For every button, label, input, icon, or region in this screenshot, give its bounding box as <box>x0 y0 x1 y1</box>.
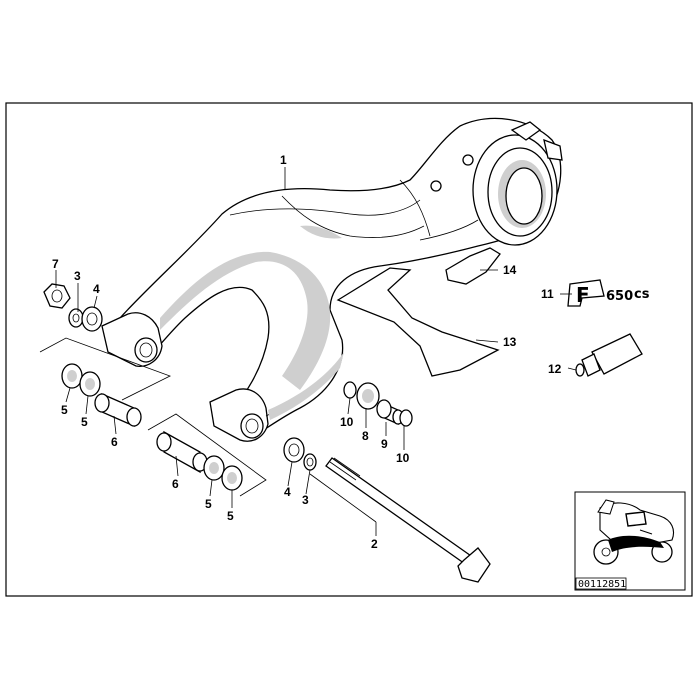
callout-5-b: 5 <box>81 415 88 429</box>
logo-suffix: cs <box>634 287 650 302</box>
callout-5-d: 5 <box>227 509 234 523</box>
bearing-5-a <box>61 363 83 389</box>
callout-6-b: 6 <box>172 477 179 491</box>
washer-3-lower <box>303 453 317 471</box>
bushing-6-b <box>156 430 208 474</box>
axle-bolt <box>325 457 491 583</box>
bearing-8 <box>356 382 380 410</box>
callout-labels: 1 2 3 3 4 4 5 5 5 5 6 6 7 8 9 10 10 11 1… <box>52 153 562 551</box>
inset-thumbnail: 00112851 <box>574 491 686 591</box>
group-bracket-left <box>39 337 172 401</box>
washer-4-lower <box>283 437 305 463</box>
callout-14: 14 <box>503 263 517 277</box>
bearing-5-d <box>221 465 243 491</box>
decal-13 <box>336 267 500 377</box>
inset-part-code: 00112851 <box>578 579 626 590</box>
washer-3-top <box>68 308 84 328</box>
logo-model: 650 <box>606 289 633 304</box>
logo-decal: F 650 cs <box>567 279 650 307</box>
callout-8: 8 <box>362 429 369 443</box>
bushing-6-a <box>94 393 142 427</box>
callout-4-lower: 4 <box>284 485 291 499</box>
group-bracket-lower <box>147 413 267 497</box>
callout-10-left: 10 <box>340 415 354 429</box>
callout-7: 7 <box>52 257 59 271</box>
callout-1: 1 <box>280 153 287 167</box>
grease-tube <box>575 333 643 377</box>
decal-14 <box>445 247 501 285</box>
callout-9: 9 <box>381 437 388 451</box>
diagram-frame <box>5 102 693 597</box>
motorcycle-icon <box>593 499 675 565</box>
callout-3-lower: 3 <box>302 493 309 507</box>
bearing-5-b <box>79 371 101 397</box>
sleeve-9 <box>376 399 404 426</box>
callout-2: 2 <box>371 537 378 551</box>
bearing-5-c <box>203 455 225 481</box>
washer-4-top <box>81 306 103 332</box>
logo-letter: F <box>576 283 590 307</box>
callout-5-a: 5 <box>61 403 68 417</box>
seal-10-left <box>343 381 357 399</box>
callout-3-top: 3 <box>74 269 81 283</box>
callout-12: 12 <box>548 362 562 376</box>
callout-10-right: 10 <box>396 451 410 465</box>
seal-10-right <box>399 409 413 427</box>
callout-6-a: 6 <box>111 435 118 449</box>
swing-arm <box>101 117 563 442</box>
callout-4-top: 4 <box>93 282 100 296</box>
nut-7 <box>43 283 71 309</box>
callout-5-c: 5 <box>205 497 212 511</box>
callout-13: 13 <box>503 335 517 349</box>
leader-lines <box>55 167 577 536</box>
callout-11: 11 <box>541 287 554 301</box>
